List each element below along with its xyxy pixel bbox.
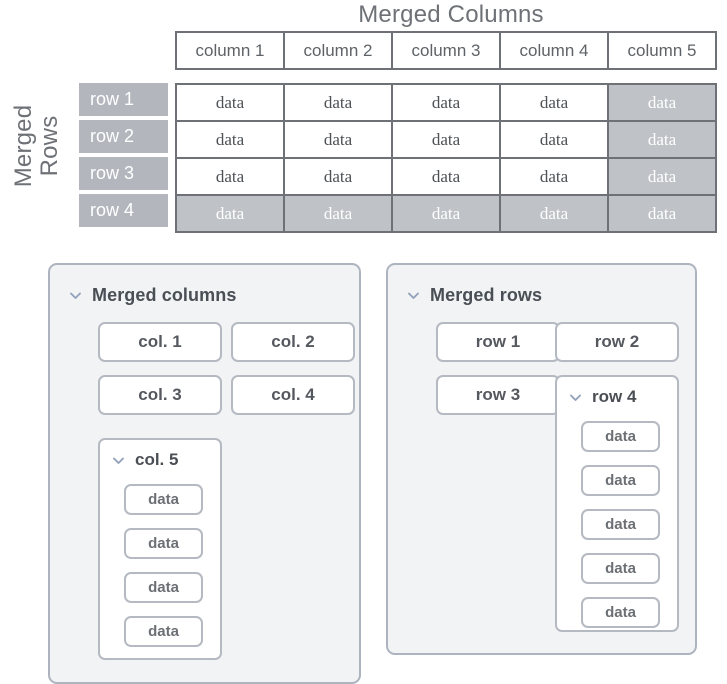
- data-chip[interactable]: data: [581, 597, 660, 628]
- subgroup-row-4-label: row 4: [592, 387, 637, 406]
- column-header-cell: column 5: [607, 31, 717, 70]
- chip-col-3[interactable]: col. 3: [98, 375, 222, 415]
- data-chip[interactable]: data: [124, 528, 203, 559]
- merged-rows-title-line-2: Rows: [36, 115, 63, 177]
- merged-table-diagram: Merged Columns Merged Rows column 1 colu…: [0, 0, 727, 245]
- table-cell: data: [391, 83, 501, 122]
- table-row: data data data data data: [175, 194, 717, 233]
- merged-rows-panel-header[interactable]: Merged rows: [406, 285, 542, 306]
- chevron-down-icon[interactable]: [68, 288, 83, 303]
- table-cell: data: [499, 157, 609, 196]
- table-cell: data: [391, 120, 501, 159]
- table-cell: data: [175, 83, 285, 122]
- chip-col-1[interactable]: col. 1: [98, 322, 222, 362]
- merged-columns-panel: Merged columns col. 1 col. 2 col. 3 col.…: [48, 263, 361, 684]
- data-chip[interactable]: data: [581, 465, 660, 496]
- table-cell: data: [607, 120, 717, 159]
- subgroup-col-5-header[interactable]: col. 5: [111, 450, 178, 470]
- merged-columns-title: Merged Columns: [358, 1, 544, 28]
- column-header-cell: column 4: [499, 31, 609, 70]
- table-cell: data: [283, 157, 393, 196]
- data-grid: data data data data data data data data …: [175, 83, 717, 233]
- row-label-column: row 1 row 2 row 3 row 4: [79, 83, 168, 227]
- chevron-down-icon[interactable]: [406, 288, 421, 303]
- merged-rows-title: Merged Rows: [10, 71, 63, 221]
- column-header-cell: column 2: [283, 31, 393, 70]
- table-cell: data: [499, 194, 609, 233]
- row-label: row 1: [79, 83, 168, 116]
- table-cell: data: [607, 83, 717, 122]
- row-label: row 2: [79, 120, 168, 153]
- merged-columns-panel-title: Merged columns: [92, 285, 237, 305]
- data-chip[interactable]: data: [124, 616, 203, 647]
- data-chip[interactable]: data: [581, 421, 660, 452]
- table-cell: data: [607, 194, 717, 233]
- chip-col-2[interactable]: col. 2: [231, 322, 355, 362]
- merged-rows-panel-title: Merged rows: [430, 285, 543, 305]
- data-chip[interactable]: data: [124, 572, 203, 603]
- table-cell: data: [499, 83, 609, 122]
- table-cell: data: [499, 120, 609, 159]
- column-header-cell: column 3: [391, 31, 501, 70]
- row-label: row 3: [79, 157, 168, 190]
- chip-row-3[interactable]: row 3: [436, 375, 560, 415]
- table-cell: data: [283, 83, 393, 122]
- table-cell: data: [391, 194, 501, 233]
- subgroup-row-4: row 4 data data data data data: [555, 375, 679, 632]
- data-chip[interactable]: data: [581, 509, 660, 540]
- table-cell: data: [175, 194, 285, 233]
- row-label: row 4: [79, 194, 168, 227]
- chip-row-2[interactable]: row 2: [555, 322, 679, 362]
- subgroup-col-5-label: col. 5: [135, 450, 179, 469]
- subgroup-row-4-header[interactable]: row 4: [568, 387, 636, 407]
- chevron-down-icon[interactable]: [568, 390, 583, 405]
- chip-col-4[interactable]: col. 4: [231, 375, 355, 415]
- table-row: data data data data data: [175, 83, 717, 122]
- table-cell: data: [283, 194, 393, 233]
- chip-row-1[interactable]: row 1: [436, 322, 560, 362]
- table-cell: data: [607, 157, 717, 196]
- chevron-down-icon[interactable]: [111, 453, 126, 468]
- column-header-row: column 1 column 2 column 3 column 4 colu…: [175, 31, 717, 70]
- column-header-cell: column 1: [175, 31, 285, 70]
- merged-rows-panel: Merged rows row 1 row 2 row 3 row 4 data…: [386, 263, 697, 655]
- merged-columns-panel-header[interactable]: Merged columns: [68, 285, 236, 306]
- data-chip[interactable]: data: [124, 484, 203, 515]
- subgroup-col-5: col. 5 data data data data: [98, 438, 222, 660]
- table-row: data data data data data: [175, 157, 717, 196]
- table-row: data data data data data: [175, 120, 717, 159]
- table-cell: data: [175, 157, 285, 196]
- table-cell: data: [175, 120, 285, 159]
- merged-rows-title-line-1: Merged: [10, 104, 37, 188]
- data-chip[interactable]: data: [581, 553, 660, 584]
- table-cell: data: [391, 157, 501, 196]
- table-cell: data: [283, 120, 393, 159]
